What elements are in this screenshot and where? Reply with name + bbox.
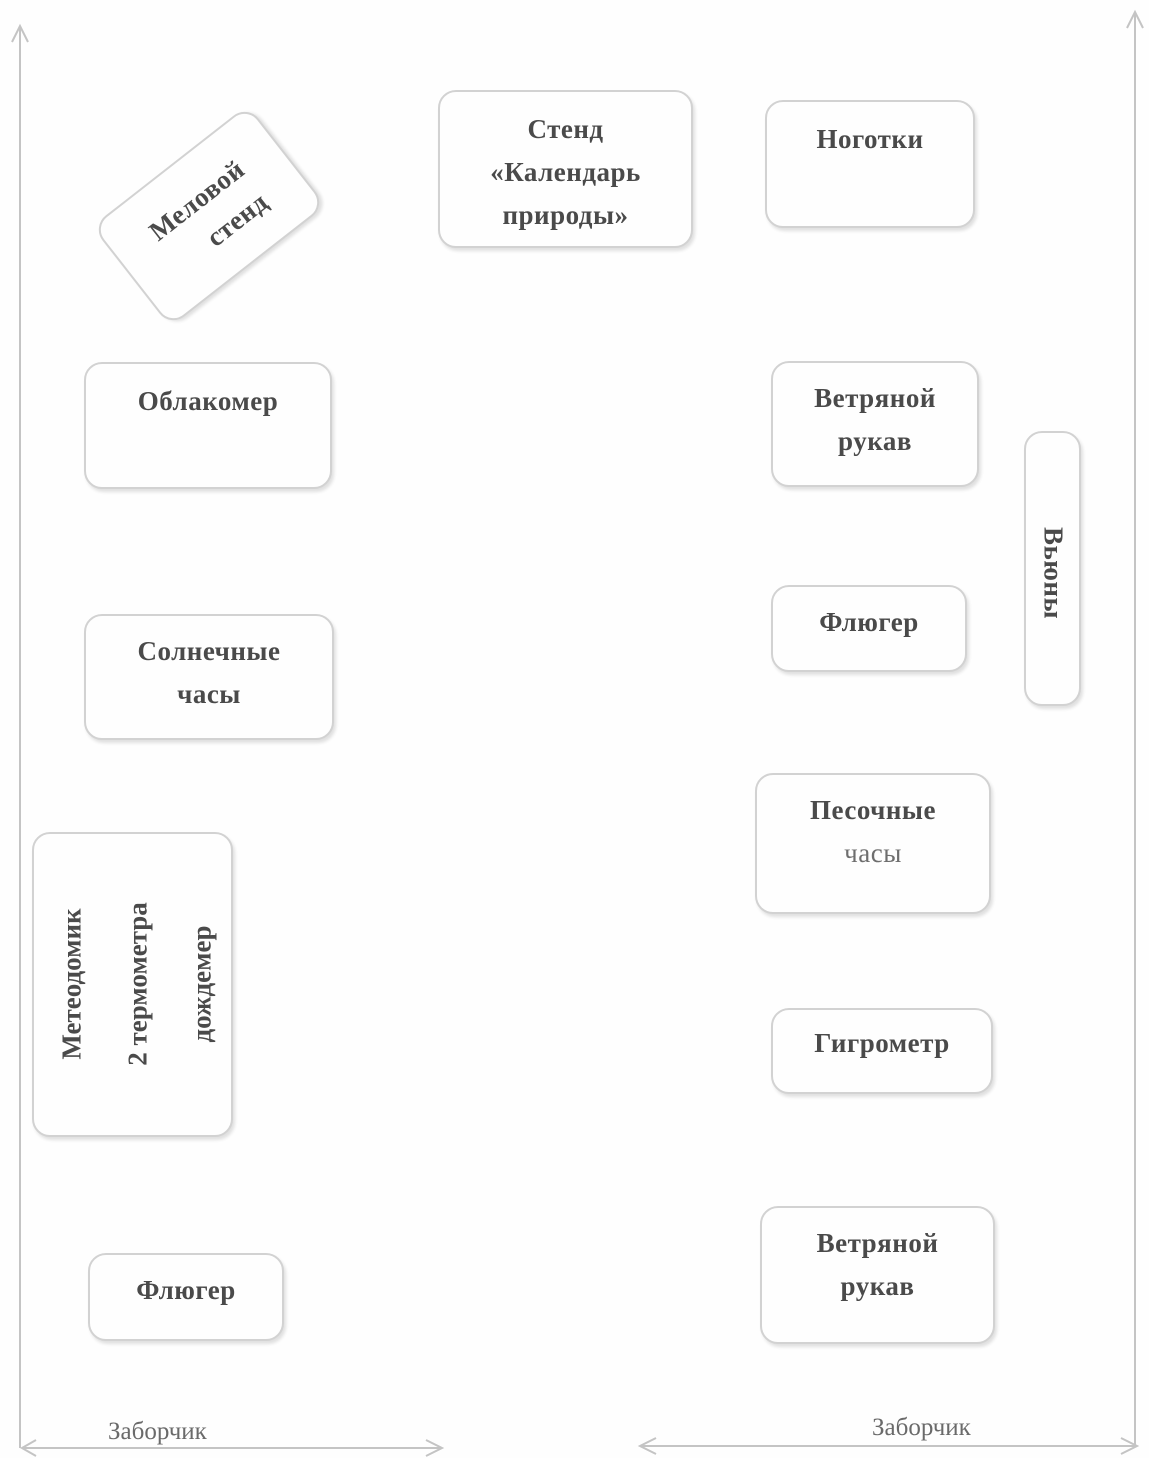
nature-calendar-line-1: Стенд bbox=[527, 114, 604, 144]
wind-sleeve-top-line-1: Ветряной bbox=[814, 383, 936, 413]
hygrometer-box: Гигрометр bbox=[771, 1008, 993, 1094]
cloud-meter-label: Облакомер bbox=[137, 386, 279, 416]
weather-station-label-3: дождемер bbox=[186, 925, 217, 1043]
bottom-right-arrowhead-end bbox=[1120, 1437, 1140, 1455]
cloud-meter-box: Облакомер bbox=[84, 362, 332, 489]
fence-label-right: Заборчик bbox=[872, 1414, 971, 1441]
bindweeds-label: Вьюны bbox=[1038, 526, 1068, 620]
weather-station-label-1: Метеодомик bbox=[56, 908, 87, 1060]
hourglass-line-1: Песочные bbox=[810, 795, 936, 825]
bottom-left-arrowhead bbox=[425, 1439, 445, 1457]
fence-label-left: Заборчик bbox=[108, 1418, 207, 1445]
hourglass-line-2: часы bbox=[844, 838, 902, 868]
wind-sleeve-bottom-line-2: рукав bbox=[840, 1271, 915, 1301]
sundial-line-1: Солнечные bbox=[137, 636, 281, 666]
weather-vane-left-label: Флюгер bbox=[136, 1275, 236, 1305]
weather-station-box bbox=[32, 832, 233, 1137]
nature-calendar-line-2: «Календарь bbox=[490, 157, 641, 187]
hygrometer-label: Гигрометр bbox=[814, 1028, 950, 1058]
bottom-left-arrowhead-start bbox=[19, 1439, 37, 1457]
right-fence-arrowhead bbox=[1126, 9, 1144, 29]
bottom-right-arrowhead bbox=[637, 1437, 657, 1455]
weather-vane-left-box: Флюгер bbox=[88, 1253, 284, 1341]
nature-calendar-stand-box: Стенд «Календарь природы» bbox=[438, 90, 693, 248]
marigolds-label: Ноготки bbox=[816, 124, 924, 154]
wind-sleeve-top-box: Ветряной рукав bbox=[771, 361, 979, 487]
bindweeds-box: Вьюны bbox=[1024, 431, 1081, 706]
nature-calendar-line-3: природы» bbox=[502, 200, 629, 230]
sundial-line-2: часы bbox=[177, 679, 241, 709]
weather-vane-right-box: Флюгер bbox=[771, 585, 967, 672]
sundial-box: Солнечные часы bbox=[84, 614, 334, 740]
weather-station-label-2: 2 термометра bbox=[122, 902, 153, 1066]
weather-vane-right-label: Флюгер bbox=[819, 607, 919, 637]
wind-sleeve-bottom-box: Ветряной рукав bbox=[760, 1206, 995, 1344]
marigolds-box: Ноготки bbox=[765, 100, 975, 228]
wind-sleeve-top-line-2: рукав bbox=[838, 426, 912, 456]
wind-sleeve-bottom-line-1: Ветряной bbox=[816, 1228, 939, 1258]
hourglass-box: Песочные часы bbox=[755, 773, 991, 914]
left-fence-arrowhead bbox=[11, 23, 29, 43]
